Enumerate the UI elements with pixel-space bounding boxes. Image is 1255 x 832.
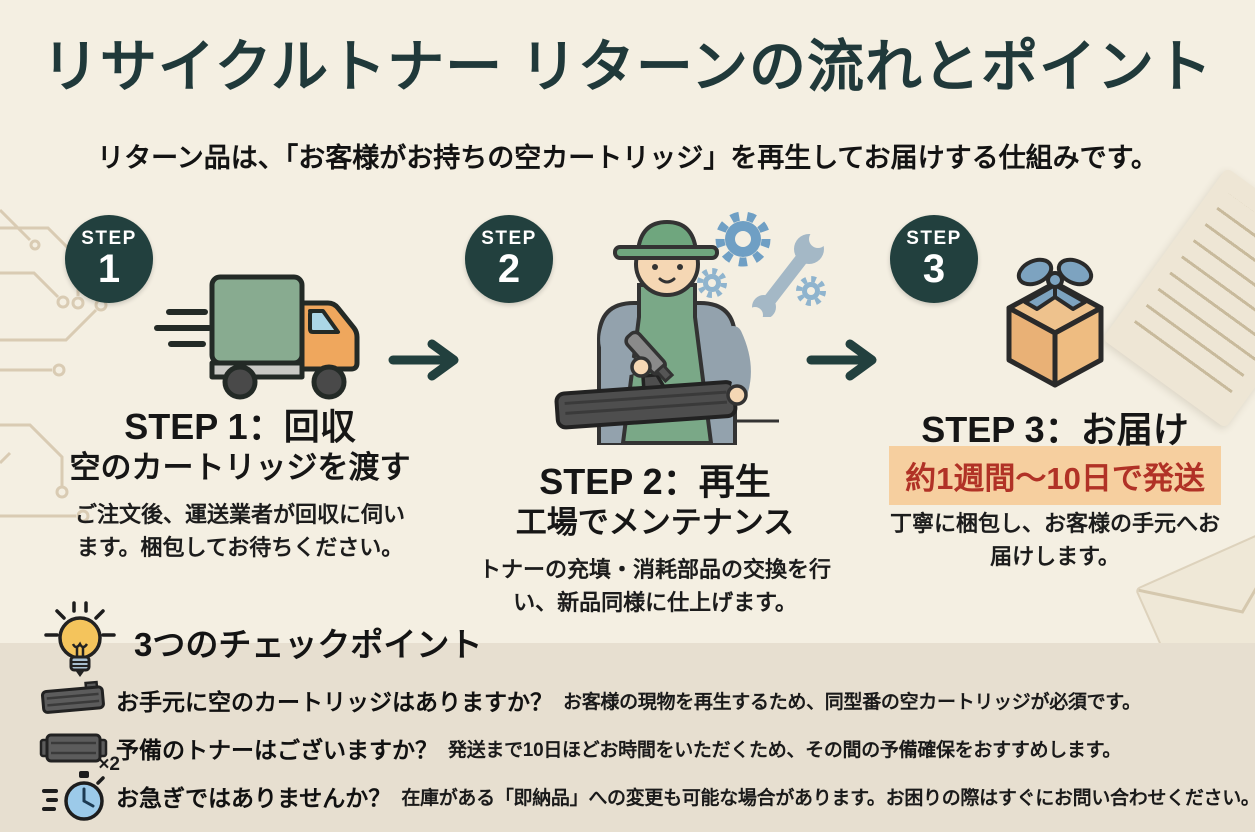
checkpoint-question: お急ぎではありませんか？ (116, 785, 392, 811)
arrow-right-icon (388, 339, 459, 381)
step-2-heading: STEP 2：再生 (539, 461, 771, 502)
gear-icon (697, 211, 826, 306)
step-1-badge-word: STEP (81, 227, 137, 249)
wrench-icon (747, 230, 827, 317)
circuit-pattern-decoration (0, 208, 108, 523)
shipping-time-highlight: 約1週間〜10日で発送 (889, 446, 1221, 505)
checkpoint-row: お急ぎではありませんか？ 在庫がある「即納品」への変更も可能な場合があります。お… (34, 769, 1255, 823)
step-2-badge-number: 2 (497, 246, 521, 291)
checkpoint-row: お手元に空のカートリッジはありますか？ お客様の現物を再生するため、同型番の空カ… (34, 676, 1250, 724)
toner-cartridge-icon (34, 680, 116, 720)
step-2-section: STEP 2 (455, 205, 855, 640)
step-1-subheading: 空のカートリッジを渡す (69, 450, 411, 485)
checkpoint-question: 予備のトナーはございますか？ (116, 737, 438, 763)
checkpoint-question: お手元に空のカートリッジはありますか？ (116, 689, 553, 715)
step-3-description: 丁寧に梱包し、お客様の手元へお届けします。 (889, 511, 1220, 569)
step-1-section: STEP 1 STEP 1：回収 空のカートリッジを渡す ご注文後、運送業者が回… (40, 205, 440, 640)
step-3-section: STEP 3 STEP 3：お届け 約1週間〜10日で発送 丁寧に梱包し、お客様… (860, 205, 1250, 640)
checkpoints-list: お手元に空のカートリッジはありますか？ お客様の現物を再生するため、同型番の空カ… (34, 676, 1255, 823)
stopwatch-icon (34, 769, 116, 823)
checkpoint-detail: お客様の現物を再生するため、同型番の空カートリッジが必須です。 (563, 691, 1141, 713)
checkpoints-heading: 3つのチェックポイント (134, 626, 483, 663)
page-subtitle: リターン品は、「お客様がお持ちの空カートリッジ」を再生してお届けする仕組みです。 (97, 143, 1158, 173)
spare-toner-count-label: ×2 (98, 754, 120, 775)
checkpoint-detail: 在庫がある「即納品」への変更も可能な場合があります。お困りの際はすぐにお問い合わ… (401, 787, 1255, 809)
arrow-right-icon (806, 339, 877, 381)
step-3-heading: STEP 3：お届け (921, 409, 1189, 450)
step-1-badge: STEP 1 (65, 215, 153, 303)
checkpoint-detail: 発送まで10日ほどお時間をいただくため、その間の予備確保をおすすめします。 (448, 739, 1122, 761)
step-2-description: トナーの充填・消耗部品の交換を行い、新品同様に仕上げます。 (478, 557, 831, 615)
step-2-badge: STEP 2 (465, 215, 553, 303)
checkpoints-panel (0, 643, 1255, 832)
delivery-truck-icon (154, 274, 360, 400)
spare-toner-icon: ×2 (34, 727, 120, 775)
step-1-heading: STEP 1：回収 (124, 406, 356, 447)
checkpoints-header: 3つのチェックポイント (44, 600, 482, 684)
step-3-badge-word: STEP (906, 227, 962, 249)
checkpoint-row: ×2 予備のトナーはございますか？ 発送まで10日ほどお時間をいただくため、その… (34, 724, 1250, 775)
lightbulb-icon (44, 601, 116, 677)
step-3-badge: STEP 3 (890, 215, 978, 303)
step-2-badge-word: STEP (481, 227, 537, 249)
step-1-description: ご注文後、運送業者が回収に伺います。梱包してお待ちください。 (74, 502, 405, 560)
factory-worker-icon (554, 219, 779, 445)
step-2-subheading: 工場でメンテナンス (515, 505, 795, 540)
step-3-badge-number: 3 (922, 246, 946, 291)
gift-box-icon (1006, 257, 1104, 388)
gears-wrench-icon (697, 211, 827, 317)
page-title: リサイクルトナー リターンの流れとポイント (41, 35, 1214, 99)
step-1-badge-number: 1 (97, 246, 121, 291)
